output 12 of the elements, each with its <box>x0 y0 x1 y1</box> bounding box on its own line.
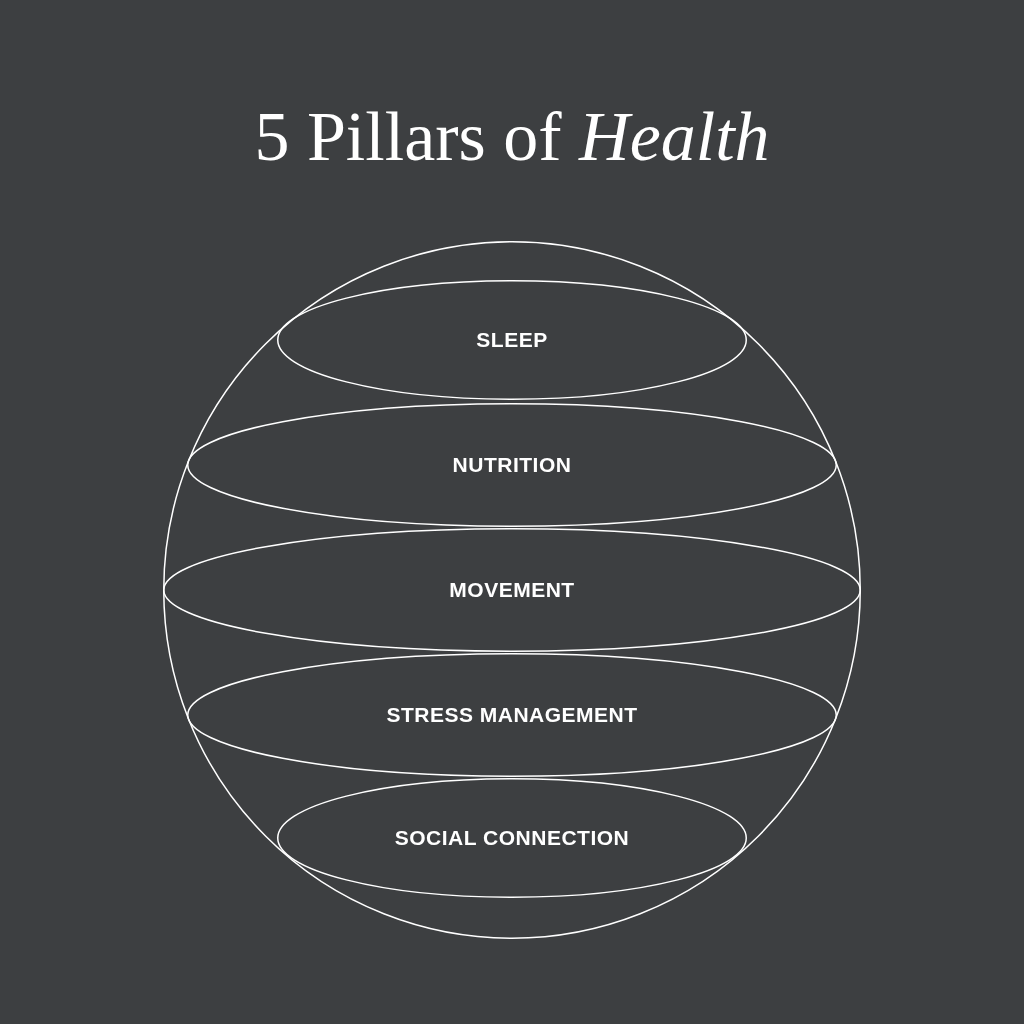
pillar-label: SLEEP <box>476 328 548 352</box>
pillar-label: MOVEMENT <box>449 578 575 602</box>
ellipse-band <box>187 653 837 777</box>
title: 5 Pillars of Health <box>254 97 770 177</box>
pillar-label: NUTRITION <box>452 453 572 477</box>
pillar-label: STRESS MANAGEMENT <box>386 703 638 727</box>
pillar-label: SOCIAL CONNECTION <box>394 826 630 850</box>
ellipse-band <box>277 280 747 400</box>
sphere-outline <box>163 241 861 939</box>
ellipse-band <box>277 778 747 898</box>
ellipse-band <box>187 403 837 527</box>
ellipse-band <box>163 528 861 652</box>
